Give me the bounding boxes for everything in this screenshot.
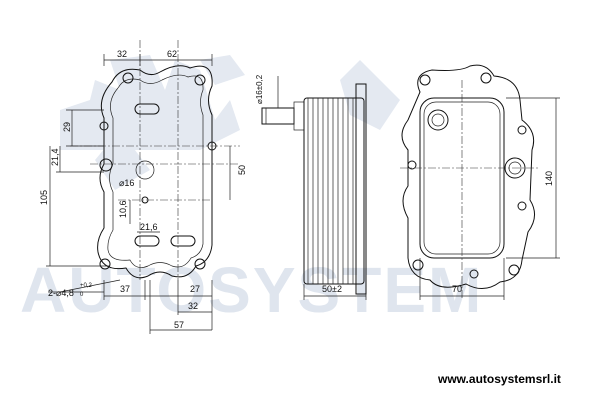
port-hole bbox=[99, 158, 113, 172]
flange-outline bbox=[97, 65, 213, 279]
dim-label: 27 bbox=[190, 284, 200, 294]
left-view-dimensions: 32 62 29 21,4 105 ⌀16 10,6 21,6 50 2-⌀4,… bbox=[39, 49, 247, 334]
bottom-slot-left bbox=[134, 235, 160, 247]
front-flange-view bbox=[70, 40, 240, 280]
face-hole bbox=[508, 264, 520, 276]
top-slot bbox=[134, 103, 160, 115]
dim-label: ⌀16±0,2 bbox=[255, 74, 264, 104]
face-outline bbox=[401, 64, 535, 289]
dim-label: ⌀16 bbox=[119, 178, 134, 188]
dim-label: 50 bbox=[237, 165, 247, 175]
face-hole bbox=[480, 72, 492, 84]
website-url: www.autosystemsrl.it bbox=[437, 372, 561, 386]
face-hole bbox=[517, 125, 527, 135]
cooler-fins bbox=[307, 98, 354, 284]
face-hole bbox=[469, 269, 479, 279]
base-plate bbox=[355, 83, 367, 295]
cooler-face-view: 70 140 bbox=[400, 64, 560, 300]
dim-label: 57 bbox=[174, 320, 184, 330]
inlet-pipe bbox=[261, 107, 295, 125]
dim-label: 50±2 bbox=[322, 284, 342, 294]
dim-label: 21,4 bbox=[50, 148, 60, 166]
cooler-body bbox=[303, 97, 365, 285]
tolerance-upper: +0,2 bbox=[80, 283, 93, 289]
dim-label: 10,6 bbox=[118, 200, 128, 218]
face-hole bbox=[407, 160, 417, 170]
dim-label: 21,6 bbox=[140, 222, 158, 232]
dim-label: 70 bbox=[452, 284, 462, 294]
tolerance-lower: 0 bbox=[80, 292, 84, 298]
dim-label: 62 bbox=[167, 49, 177, 59]
dim-label: 29 bbox=[62, 122, 72, 132]
face-hole bbox=[419, 74, 431, 86]
dim-label: 140 bbox=[544, 171, 554, 186]
dim-label: 37 bbox=[120, 284, 130, 294]
bottom-slot-right bbox=[170, 235, 196, 247]
corner-hole bbox=[194, 74, 206, 86]
face-hole bbox=[517, 201, 527, 211]
side-hole bbox=[207, 141, 217, 151]
dim-label: 2-⌀4,8 bbox=[48, 288, 74, 298]
corner-hole bbox=[122, 72, 134, 84]
corner-hole bbox=[194, 258, 206, 270]
top-port bbox=[427, 109, 449, 131]
dim-label: 32 bbox=[117, 49, 127, 59]
side-profile-view: ⌀16±0,2 50±2 bbox=[255, 74, 367, 300]
side-hole bbox=[99, 121, 109, 131]
dim-label: 105 bbox=[39, 190, 49, 205]
face-hole bbox=[412, 259, 424, 271]
dim-label: 32 bbox=[188, 301, 198, 311]
watermark-text: AUTOSYSTEM bbox=[20, 254, 483, 326]
corner-hole bbox=[99, 258, 111, 270]
